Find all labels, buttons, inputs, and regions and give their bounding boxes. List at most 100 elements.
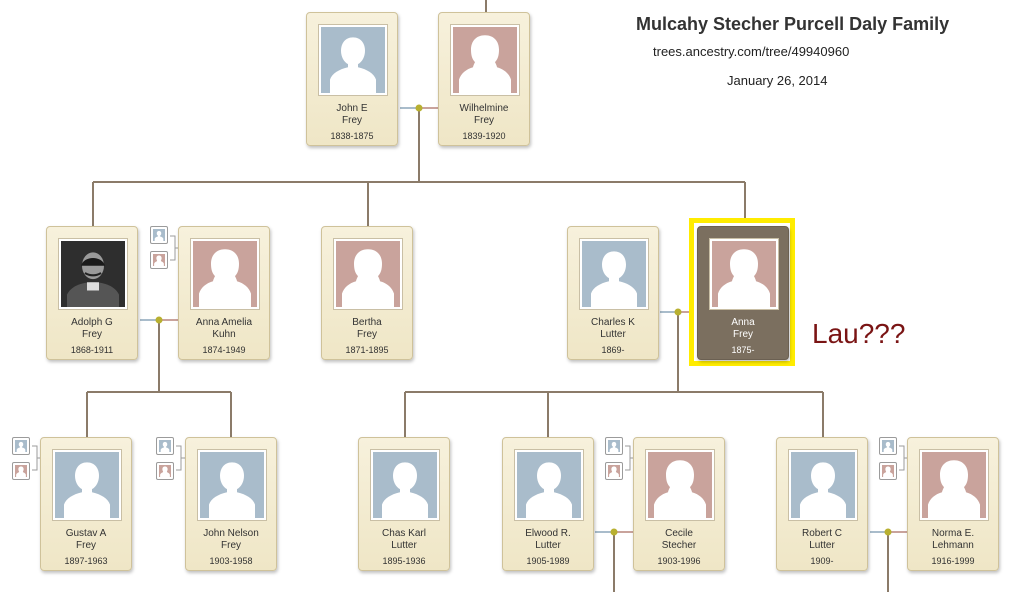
person-surname: Frey <box>221 540 241 551</box>
person-surname: Lehmann <box>932 540 974 551</box>
female-silhouette-icon <box>608 465 620 477</box>
female-silhouette-icon <box>882 465 894 477</box>
person-given-name: Adolph G <box>71 317 113 328</box>
female-silhouette-icon <box>712 241 776 307</box>
person-dates: 1874-1949 <box>202 345 246 355</box>
male-silhouette-icon <box>791 452 855 518</box>
expand-mother-icon[interactable] <box>156 462 174 480</box>
portrait-frame <box>52 449 122 521</box>
person-dates: 1868-1911 <box>70 345 114 355</box>
portrait-frame <box>788 449 858 521</box>
expand-mother-icon[interactable] <box>150 251 168 269</box>
person-card-norma[interactable]: Norma E.Lehmann 1916-1999 <box>907 437 999 571</box>
person-surname: Frey <box>76 540 96 551</box>
female-silhouette-icon <box>648 452 712 518</box>
person-surname: Frey <box>733 329 753 340</box>
expand-father-icon[interactable] <box>156 437 174 455</box>
expand-father-icon[interactable] <box>605 437 623 455</box>
expand-father-icon[interactable] <box>879 437 897 455</box>
person-surname: Kuhn <box>212 329 236 340</box>
person-dates: 1909- <box>810 556 834 566</box>
male-silhouette-icon <box>582 241 646 307</box>
person-given-name: Wilhelmine <box>459 103 509 114</box>
person-name: Elwood R.Lutter <box>503 528 593 552</box>
person-dates: 1869- <box>601 345 625 355</box>
portrait-frame <box>645 449 715 521</box>
person-surname: Frey <box>357 329 377 340</box>
person-dates: 1895-1936 <box>382 556 426 566</box>
male-silhouette-icon <box>517 452 581 518</box>
person-surname: Lutter <box>600 329 626 340</box>
person-given-name: Bertha <box>352 317 382 328</box>
person-given-name: Robert C <box>801 528 842 539</box>
person-given-name: John E <box>336 103 368 114</box>
portrait-frame <box>370 449 440 521</box>
person-dates: 1905-1989 <box>526 556 570 566</box>
female-silhouette-icon <box>159 465 171 477</box>
tree-url[interactable]: trees.ancestry.com/tree/49940960 <box>653 44 850 59</box>
person-surname: Frey <box>474 115 494 126</box>
person-given-name: Norma E. <box>931 528 975 539</box>
portrait-photo <box>61 241 125 307</box>
person-given-name: Charles K <box>591 317 635 328</box>
expand-mother-icon[interactable] <box>12 462 30 480</box>
expand-mother-icon[interactable] <box>879 462 897 480</box>
male-silhouette-icon <box>153 229 165 241</box>
person-dates: 1903-1996 <box>657 556 701 566</box>
person-card-elwood[interactable]: Elwood R.Lutter 1905-1989 <box>502 437 594 571</box>
person-dates: 1871-1895 <box>345 345 389 355</box>
male-silhouette-icon <box>373 452 437 518</box>
expand-mother-icon[interactable] <box>605 462 623 480</box>
person-surname: Lutter <box>809 540 835 551</box>
female-silhouette-icon <box>336 241 400 307</box>
female-silhouette-icon <box>922 452 986 518</box>
expand-father-icon[interactable] <box>150 226 168 244</box>
portrait-frame <box>450 24 520 96</box>
male-silhouette-icon <box>200 452 264 518</box>
portrait-frame <box>709 238 779 310</box>
person-surname: Stecher <box>661 540 697 551</box>
couple-node <box>610 528 618 536</box>
person-surname: Lutter <box>535 540 561 551</box>
portrait-frame <box>197 449 267 521</box>
person-given-name: Anna Amelia <box>195 317 253 328</box>
couple-node <box>155 316 163 324</box>
female-silhouette-icon <box>153 254 165 266</box>
male-silhouette-icon <box>15 440 27 452</box>
expand-father-icon[interactable] <box>12 437 30 455</box>
person-dates: 1903-1958 <box>209 556 253 566</box>
person-given-name: Chas Karl <box>382 528 426 539</box>
person-dates: 1875- <box>731 345 755 355</box>
person-surname: Lutter <box>391 540 417 551</box>
person-dates: 1916-1999 <box>931 556 975 566</box>
male-silhouette-icon <box>321 27 385 93</box>
portrait-frame <box>58 238 128 310</box>
person-given-name: Gustav A <box>65 528 107 539</box>
person-dates: 1897-1963 <box>64 556 108 566</box>
male-silhouette-icon <box>882 440 894 452</box>
male-silhouette-icon <box>159 440 171 452</box>
female-silhouette-icon <box>193 241 257 307</box>
person-given-name: Anna <box>731 317 755 328</box>
portrait-frame <box>190 238 260 310</box>
